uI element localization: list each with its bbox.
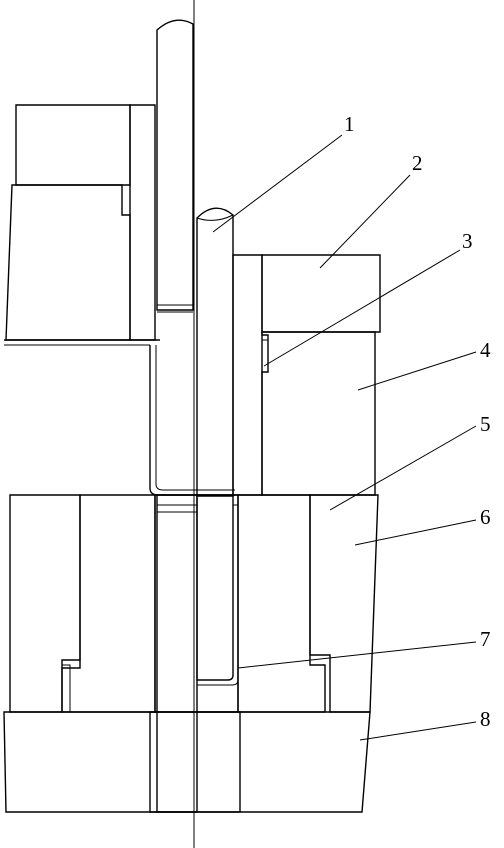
part-6-block [309,494,379,713]
upper-right-sleeve [232,254,263,496]
label-1: 1 [344,112,355,136]
ejector-rod-1 [196,207,234,497]
leader-5 [329,425,477,511]
part-labels: 1 2 3 4 5 6 7 8 [344,112,491,731]
upper-right-assembly [232,254,381,496]
label-5: 5 [480,412,491,436]
upper-left-plate [15,104,131,186]
part-7-ejector [196,494,239,686]
part-5-die-ring [237,494,326,713]
leader-lines [212,134,477,741]
label-2: 2 [412,151,423,175]
upper-punch-rod [156,19,194,313]
leader-4 [357,351,477,391]
part-2-plate [261,254,381,333]
leader-2 [319,174,411,269]
upper-left-block [5,184,131,341]
part-4-block [261,331,376,496]
label-4: 4 [480,338,491,362]
label-3: 3 [462,229,473,253]
upper-punch-holder [129,104,156,341]
label-6: 6 [480,505,491,529]
leader-3 [263,249,461,367]
lower-punch-rod [156,494,198,813]
label-8: 8 [480,707,491,731]
leader-8 [359,721,477,741]
lower-die-assembly [3,494,379,813]
label-7: 7 [480,627,491,651]
leader-6 [354,519,477,546]
lower-left-die [61,494,156,713]
leader-7 [237,641,477,669]
part-8-base-plate [3,711,371,813]
base-plate-bore [149,711,241,813]
workpiece-profile [149,345,235,496]
leader-1 [212,134,343,233]
upper-left-die-assembly [4,104,160,346]
